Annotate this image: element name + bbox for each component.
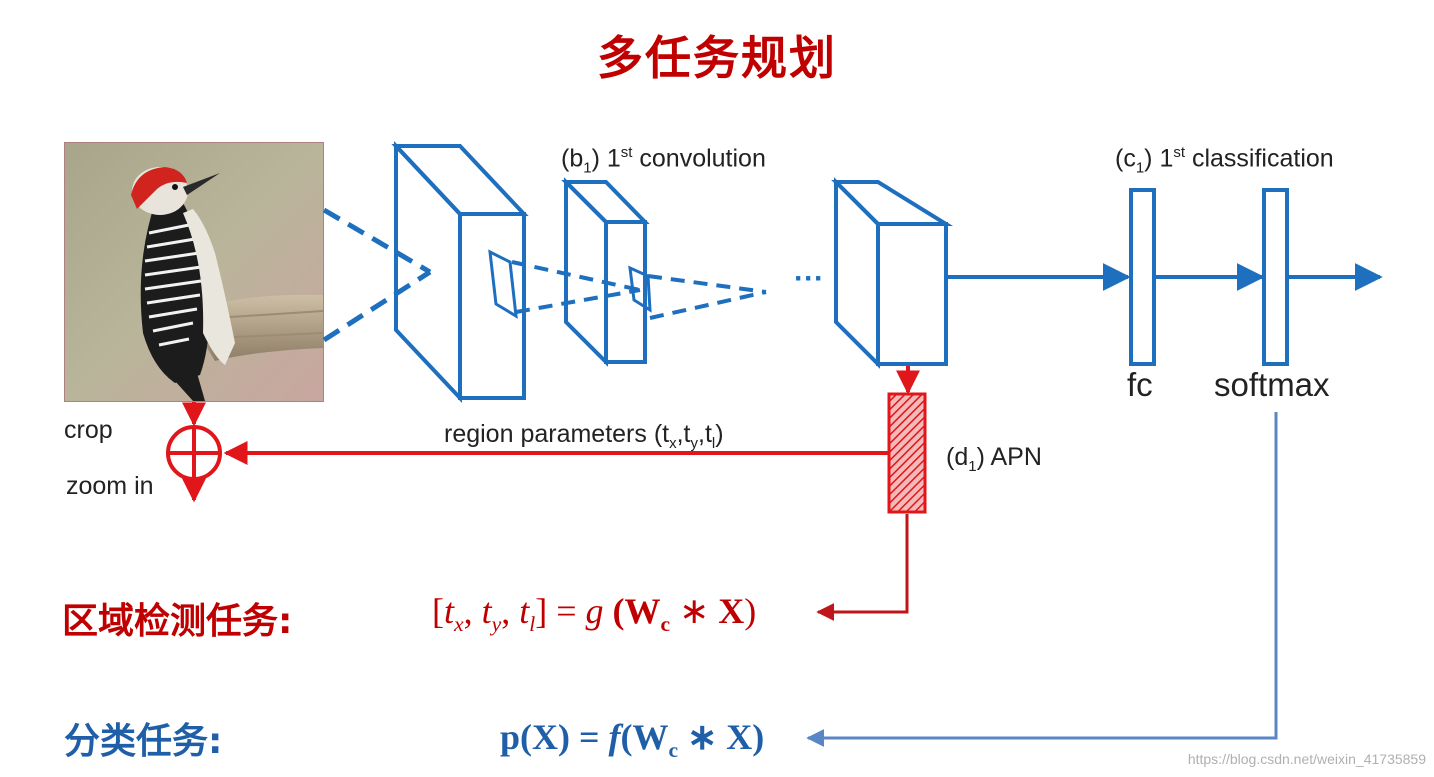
watermark: https://blog.csdn.net/weixin_41735859 [1187,751,1426,767]
apn-block [887,392,927,514]
classification-task-label: 分类任务: [64,721,223,762]
b1-label: (b1) 1st convolution [561,144,766,177]
c1-label: (c1) 1st classification [1115,144,1334,177]
projection-lines-3 [647,274,767,320]
region-parameters-label: region parameters (tx,ty,tl) [444,420,724,452]
bird-photo [64,142,324,402]
zoom-in-label: zoom in [66,472,154,500]
page-title: 多任务规划 [597,31,837,85]
crop-zoom-operator [166,402,222,503]
region-task-label: 区域检测任务: [62,601,293,642]
arrow-apn-to-region-eq [816,514,909,621]
region-task-equation: [tx, ty, tl] = g (Wc ∗ X) [432,591,757,637]
conv-block-2 [561,177,652,367]
ellipsis-dots: ··· [794,262,824,295]
conv-block-1 [391,140,529,404]
crop-label: crop [64,416,113,444]
apn-label: (d1) APN [946,443,1042,475]
projection-lines-2 [511,260,641,314]
fc-layer [1129,188,1156,366]
classification-task-equation: p(X) = f(Wc ∗ X) [500,717,765,763]
softmax-layer [1262,188,1289,366]
softmax-label: softmax [1214,366,1330,403]
fc-label: fc [1127,366,1153,403]
arrow-softmax-to-class-eq [806,412,1278,747]
conv-block-3 [831,177,954,369]
projection-lines-1 [322,207,432,343]
